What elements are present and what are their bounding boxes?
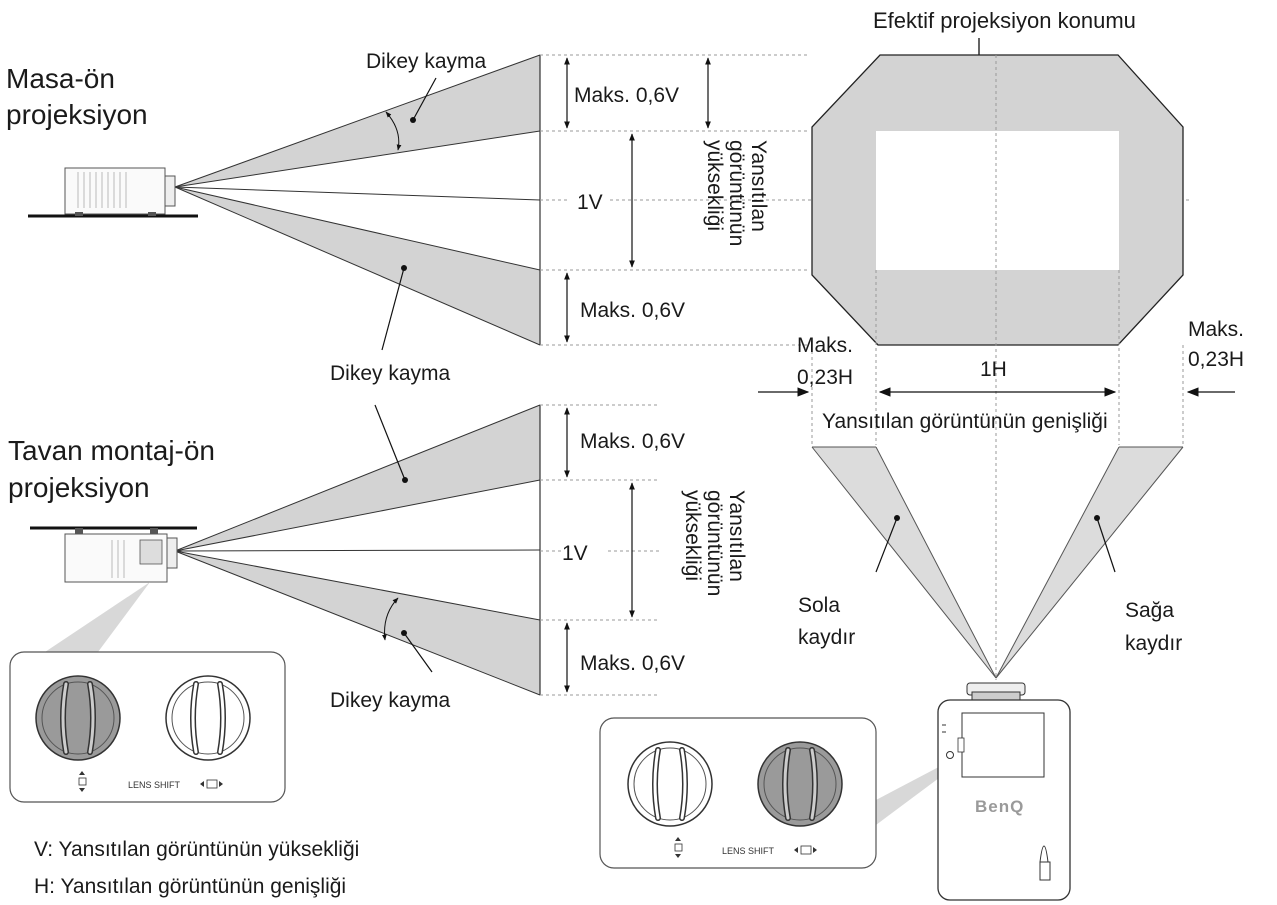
- beam-center: [174, 186, 541, 201]
- image-height-label: Yansıtılan görüntünün yüksekliği: [703, 140, 770, 246]
- label-vertical-shift-top: Dikey kayma: [366, 50, 487, 73]
- projector-lens: [166, 537, 178, 569]
- label-max-06v-lower: Maks. 0,6V: [580, 299, 685, 322]
- legend-h: H: Yansıtılan görüntünün genişliği: [34, 875, 346, 898]
- label-max-left: Maks.: [797, 334, 853, 357]
- vertical-shift-icon: [674, 837, 683, 858]
- label-max-06v-lower-ceiling: Maks. 0,6V: [580, 652, 685, 675]
- svg-text:görüntünün: görüntünün: [725, 140, 748, 246]
- label-023h-right: 0,23H: [1188, 348, 1244, 371]
- leader-line: [412, 77, 437, 121]
- legend-v: V: Yansıtılan görüntünün yüksekliği: [34, 838, 359, 861]
- leader-line: [374, 404, 406, 481]
- zoom-cone-left: [45, 582, 150, 652]
- horizontal-shift-knob: [757, 741, 843, 827]
- ceiling-front-section: Tavan montaj-ön projeksiyon: [8, 404, 748, 712]
- svg-text:yüksekliği: yüksekliği: [703, 140, 726, 231]
- desk-projector: [28, 167, 198, 218]
- svg-text:yüksekliği: yüksekliği: [681, 490, 704, 581]
- image-width-label: Yansıtılan görüntünün genişliği: [822, 410, 1108, 433]
- desk-front-title-2: projeksiyon: [6, 99, 148, 130]
- leader-line: [875, 517, 898, 573]
- label-1v: 1V: [577, 191, 603, 214]
- horizontal-shift-knob: [165, 675, 251, 761]
- effective-position-title: Efektif projeksiyon konumu: [873, 8, 1136, 33]
- label-vertical-shift-bottom: Dikey kayma: [330, 689, 451, 712]
- label-max-06v-upper-ceiling: Maks. 0,6V: [580, 430, 685, 453]
- lens-shift-panel-right: LENS SHIFT: [599, 717, 877, 869]
- rotation-arrow: [385, 111, 402, 151]
- rotation-arrow: [381, 597, 399, 641]
- beam-edge: [174, 54, 541, 188]
- desk-front-section: Masa-ön projeksiyon: [6, 50, 1190, 385]
- beam-edge: [174, 186, 541, 271]
- label-1v-ceiling: 1V: [562, 542, 588, 565]
- shift-right-label-2: kaydır: [1125, 632, 1182, 655]
- svg-text:Yansıtılan: Yansıtılan: [725, 490, 748, 582]
- brand-logo: BenQ: [975, 797, 1024, 816]
- label-vertical-shift-mid: Dikey kayma: [330, 362, 451, 385]
- dashed-guides-right: [811, 55, 1184, 680]
- svg-text:görüntünün: görüntünün: [703, 490, 726, 596]
- shift-right-label-1: Sağa: [1125, 599, 1174, 622]
- ceiling-projector: [30, 526, 197, 583]
- lens-shift-caption: LENS SHIFT: [722, 846, 775, 856]
- label-max-06v-upper: Maks. 0,6V: [574, 84, 679, 107]
- projector-body: [64, 167, 166, 215]
- horizontal-shift-icon: [200, 779, 223, 789]
- leader-line: [381, 267, 405, 351]
- ceiling-front-title-1: Tavan montaj-ön: [8, 435, 215, 466]
- lens-shift-panel-left: LENS SHIFT: [9, 651, 286, 803]
- label-1h: 1H: [980, 358, 1007, 381]
- svg-text:Yansıtılan: Yansıtılan: [747, 140, 770, 232]
- image-height-label-ceiling: Yansıtılan görüntünün yüksekliği: [681, 490, 748, 596]
- shift-left-label-1: Sola: [798, 594, 840, 617]
- horizontal-shift-section: Efektif projeksiyon konumu Maks. 0,23H M…: [758, 8, 1244, 680]
- shift-left-label-2: kaydır: [798, 626, 855, 649]
- desk-front-title-1: Masa-ön: [6, 63, 115, 94]
- label-max-right: Maks.: [1188, 318, 1244, 341]
- projected-image: [876, 131, 1119, 270]
- beam-edge: [174, 130, 541, 188]
- beam-edge: [174, 186, 541, 346]
- lens-cover: [961, 712, 1045, 778]
- vertical-shift-icon: [78, 771, 87, 792]
- leader-line: [403, 632, 433, 673]
- lens-shift-caption: LENS SHIFT: [128, 780, 181, 790]
- label-023h-left: 0,23H: [797, 366, 853, 389]
- projector-lens: [164, 175, 176, 207]
- projector-top-view: BenQ: [876, 682, 1071, 901]
- ceiling-front-title-2: projeksiyon: [8, 472, 150, 503]
- vertical-shift-knob: [35, 675, 121, 761]
- horizontal-shift-icon: [794, 845, 817, 855]
- leader-line: [1096, 517, 1116, 573]
- vertical-shift-knob: [627, 741, 713, 827]
